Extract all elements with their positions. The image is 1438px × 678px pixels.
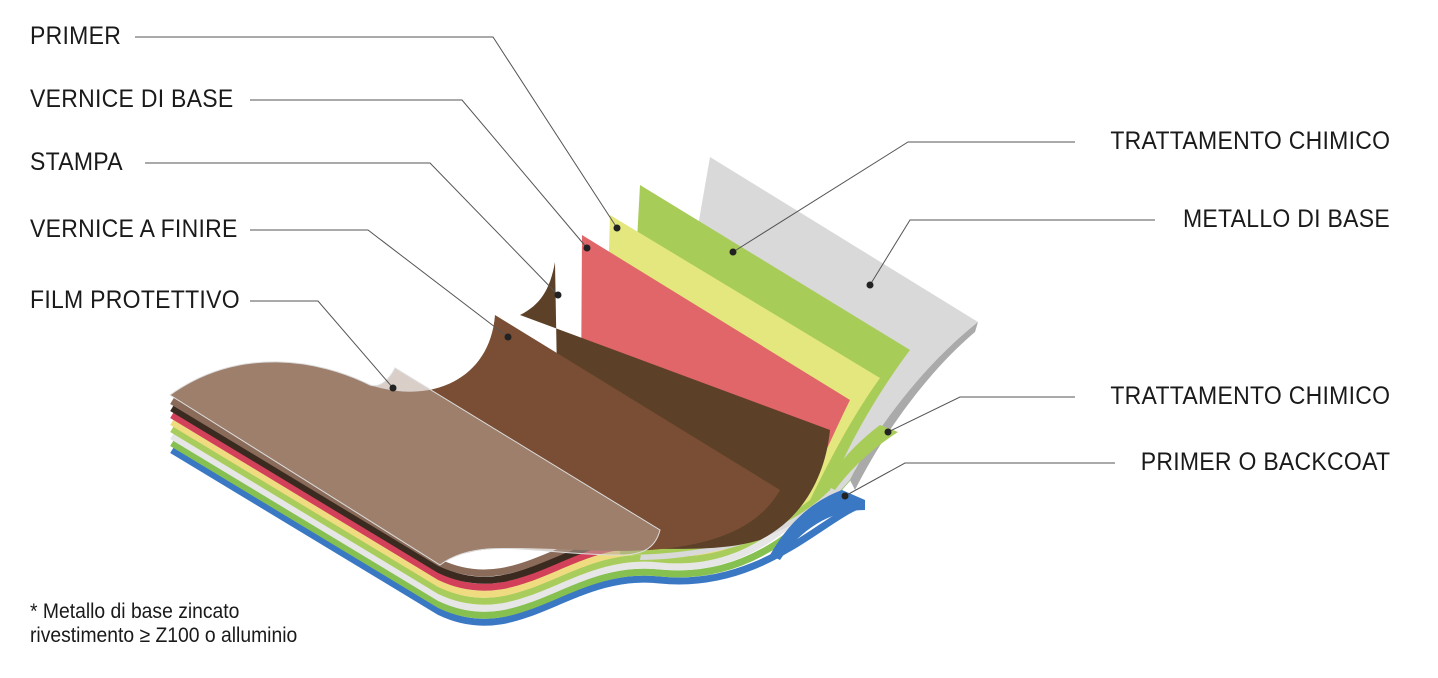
- backcoat-back: [770, 490, 865, 560]
- footnote-line-1: * Metallo di base zincato: [30, 600, 240, 623]
- label-chemical-treatment-top: TRATTAMENTO CHIMICO: [1110, 127, 1390, 155]
- metal-edge: [850, 322, 978, 490]
- label-chemical-treatment-bottom: TRATTAMENTO CHIMICO: [1110, 382, 1390, 410]
- label-base-coat: VERNICE DI BASE: [30, 85, 234, 113]
- label-primer: PRIMER: [30, 22, 122, 50]
- label-finish-coat: VERNICE A FINIRE: [30, 215, 238, 243]
- protective-film: [169, 361, 661, 566]
- treatment-back: [825, 425, 898, 490]
- label-protective-film: FILM PROTETTIVO: [30, 286, 240, 314]
- label-backcoat: PRIMER O BACKCOAT: [1140, 448, 1390, 476]
- leader-lines: [135, 36, 1155, 497]
- label-base-metal: METALLO DI BASE: [1183, 205, 1390, 233]
- label-print: STAMPA: [30, 148, 123, 176]
- footnote: * Metallo di base zincato rivestimento ≥…: [30, 600, 297, 648]
- footnote-line-2: rivestimento ≥ Z100 o alluminio: [30, 624, 298, 647]
- leader-dots: [389, 224, 892, 500]
